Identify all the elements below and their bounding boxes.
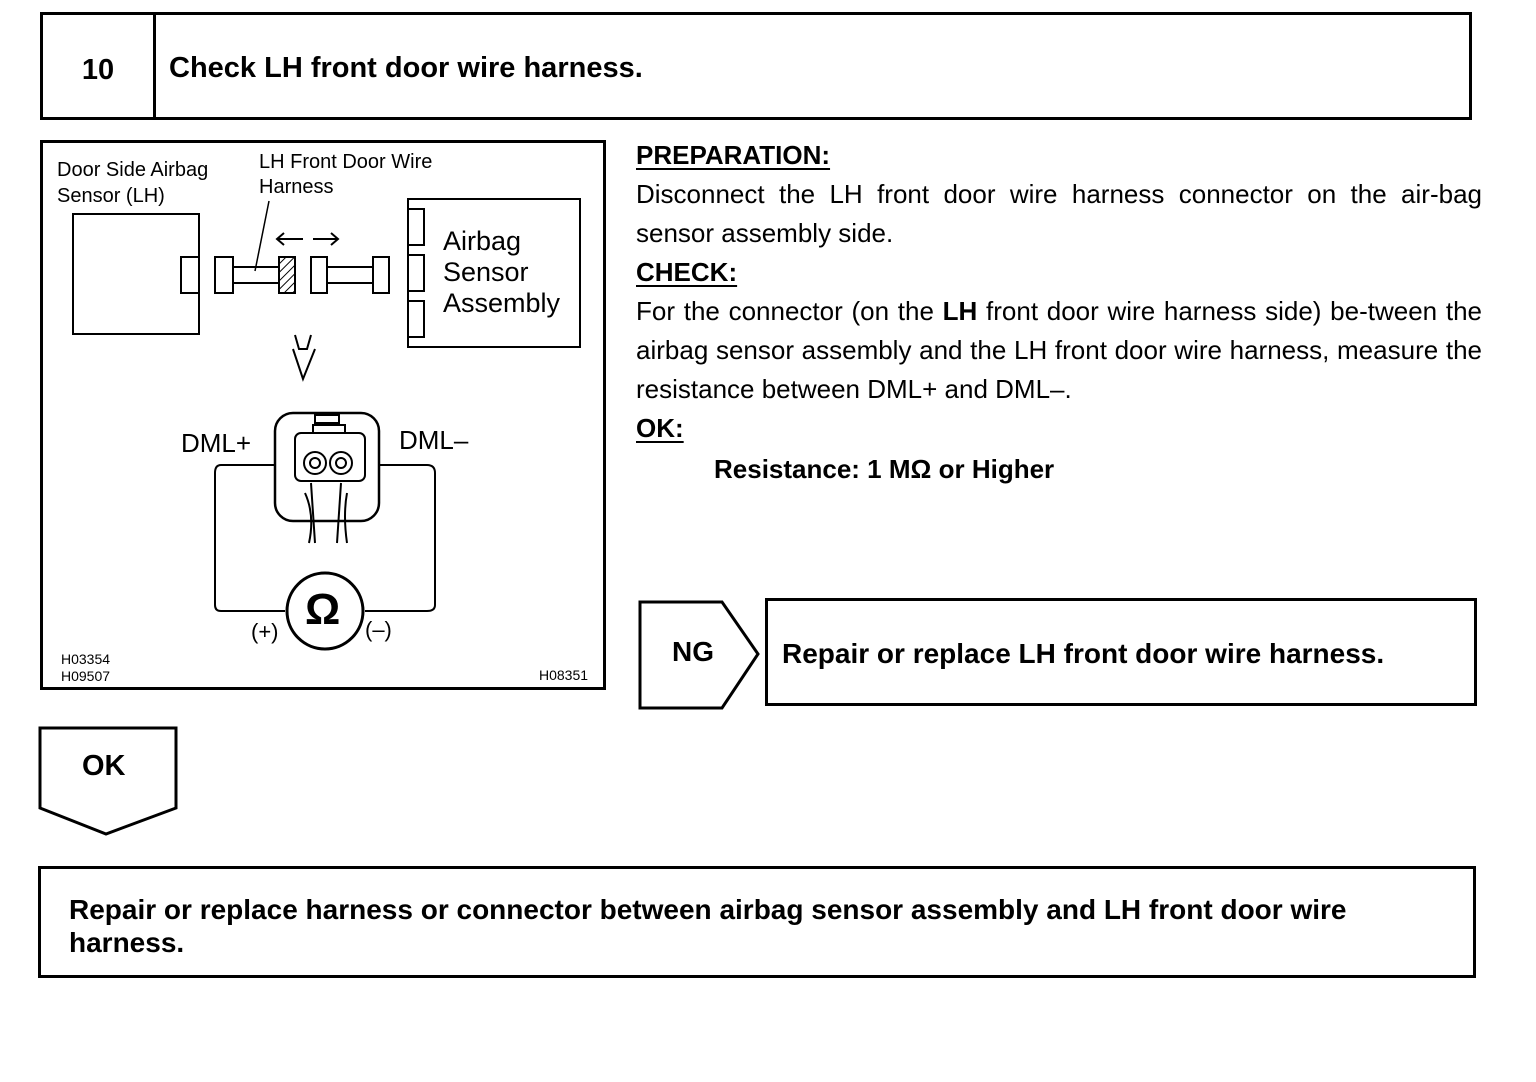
probe-plus-label: (+) xyxy=(251,619,279,644)
step-header: 10 Check LH front door wire harness. xyxy=(40,12,1472,120)
terminal-plus-label: DML+ xyxy=(181,428,252,458)
airbag-label-3: Assembly xyxy=(443,288,561,318)
ohmmeter-circle xyxy=(285,571,365,651)
step-number: 10 xyxy=(43,15,156,117)
meter-circuit xyxy=(214,464,285,612)
ng-action-box: Repair or replace LH front door wire har… xyxy=(765,598,1477,706)
ng-tab-shape xyxy=(638,600,760,710)
check-text-bold: LH xyxy=(942,296,978,326)
ok-spec: Resistance: 1 MΩ or Higher xyxy=(714,454,1055,484)
door-sensor-label: Door Side Airbag xyxy=(57,159,209,181)
ok-tab-shape xyxy=(38,726,178,836)
instructions: PREPARATION: Disconnect the LH front doo… xyxy=(636,136,1482,489)
down-arrow xyxy=(292,334,316,382)
figure-code-3: H08351 xyxy=(539,667,589,683)
ok-action-text: Repair or replace harness or connector b… xyxy=(69,894,1347,958)
harness-plug-right xyxy=(310,256,328,294)
ohm-icon: Ω xyxy=(305,585,341,634)
terminal-minus-label: DML– xyxy=(399,425,469,455)
connector-face xyxy=(273,411,381,523)
harness-label: LH Front Door Wire xyxy=(259,151,433,173)
door-sensor-label-2: Sensor (LH) xyxy=(57,185,165,207)
ok-action-box: Repair or replace harness or connector b… xyxy=(38,866,1476,978)
preparation-text: Disconnect the LH front door wire harnes… xyxy=(636,179,1482,248)
door-sensor-connector xyxy=(180,256,200,294)
ng-action-text: Repair or replace LH front door wire har… xyxy=(782,638,1385,669)
check-title: CHECK: xyxy=(636,257,738,287)
check-text: For the connector (on the LH front door … xyxy=(636,292,1482,409)
check-text-end: front door wire harness side) be-tween t… xyxy=(636,296,1482,404)
wiring-diagram: Door Side Airbag Sensor (LH) LH Front Do… xyxy=(40,140,606,690)
figure-code-1: H03354 xyxy=(61,651,111,667)
hatched-connector xyxy=(278,256,296,294)
harness-plug-left xyxy=(214,256,234,294)
check-text-start: For the connector (on the xyxy=(636,296,943,326)
airbag-label-2: Sensor xyxy=(443,257,529,287)
airbag-label: Airbag xyxy=(443,226,522,256)
probe-minus-label: (–) xyxy=(365,617,392,642)
ok-label: OK xyxy=(82,750,126,782)
ng-label: NG xyxy=(672,636,714,667)
step-title: Check LH front door wire harness. xyxy=(169,52,643,84)
harness-label-2: Harness xyxy=(259,176,334,198)
ok-title: OK: xyxy=(636,413,684,443)
preparation-title: PREPARATION: xyxy=(636,140,831,170)
figure-code-2: H09507 xyxy=(61,668,111,684)
